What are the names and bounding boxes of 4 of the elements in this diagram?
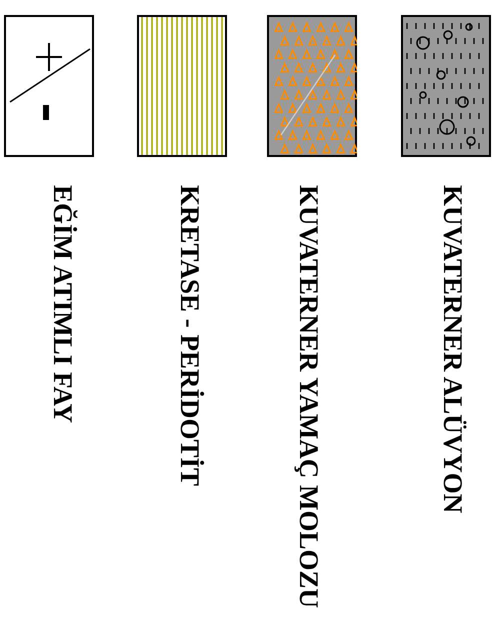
legend-label: EĞİM ATIMLI FAY [50,185,76,426]
legend-label: KUVATERNER YAMAÇ MOLOZU [296,185,322,610]
legend-label: KUVATERNER ALÜVYON [440,185,466,516]
legend-label: KRETASE - PERİDOTİT [177,185,203,488]
